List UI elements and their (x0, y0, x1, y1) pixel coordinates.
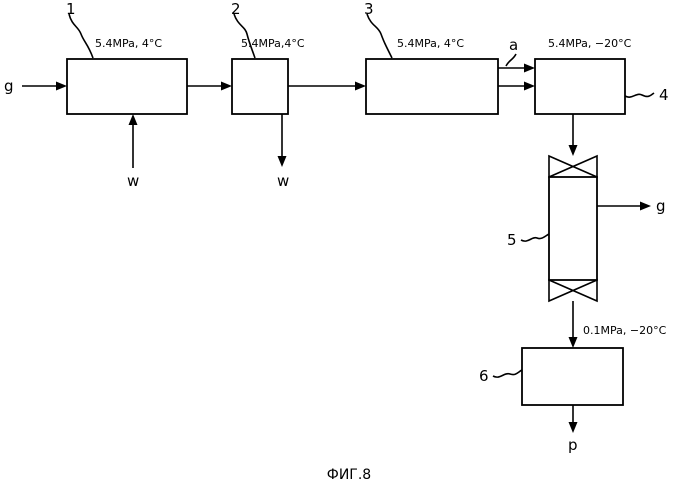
unit-3-number: 3 (364, 0, 374, 18)
unit-5-column (549, 177, 597, 280)
flow-5-6-arrowhead (569, 337, 578, 348)
unit-1-leader (69, 14, 93, 58)
unit-3-conditions: 5.4MPa, 4°C (397, 37, 464, 50)
additive-arrowhead (524, 64, 535, 73)
water-1-label: w (127, 172, 139, 190)
flow-1-2-arrowhead (221, 82, 232, 91)
water-2-arrowhead (278, 156, 287, 167)
unit-6-box (522, 348, 623, 405)
unit-6-leader (493, 370, 522, 377)
flow-4-5-arrowhead (569, 145, 578, 156)
unit-4-number: 4 (659, 86, 669, 104)
product-arrowhead (569, 422, 578, 433)
top-valve (549, 156, 597, 177)
unit-4-box (535, 59, 625, 114)
gas-outlet-arrowhead (640, 202, 651, 211)
flow-3-4-arrowhead (524, 82, 535, 91)
gas-inlet-label: g (4, 77, 14, 95)
figure-caption: ФИГ.8 (327, 467, 371, 483)
unit-5-leader (521, 234, 549, 241)
unit-2-conditions: 5.4MPa,4°C (241, 37, 305, 50)
water-2-label: w (277, 172, 289, 190)
unit-4-leader (625, 93, 654, 97)
unit-4-conditions: 5.4MPa, −20°C (548, 37, 632, 50)
unit-1-box (67, 59, 187, 114)
gas-outlet-label: g (656, 197, 666, 215)
unit-1-number: 1 (66, 0, 76, 18)
unit-1-conditions: 5.4MPa, 4°C (95, 37, 162, 50)
unit-6-conditions: 0.1MPa, −20°C (583, 324, 667, 337)
bottom-valve (549, 280, 597, 301)
unit-2-number: 2 (231, 0, 241, 18)
unit-5-number: 5 (507, 231, 517, 249)
flow-2-3-arrowhead (355, 82, 366, 91)
unit-3-box (366, 59, 498, 114)
unit-6-number: 6 (479, 367, 489, 385)
unit-2-leader (234, 14, 255, 58)
unit-3-leader (367, 14, 392, 58)
product-label: p (568, 436, 578, 454)
gas-inlet-arrowhead (56, 82, 67, 91)
water-1-arrowhead (129, 114, 138, 125)
additive-leader (506, 54, 516, 66)
unit-2-box (232, 59, 288, 114)
additive-label: a (509, 36, 518, 54)
